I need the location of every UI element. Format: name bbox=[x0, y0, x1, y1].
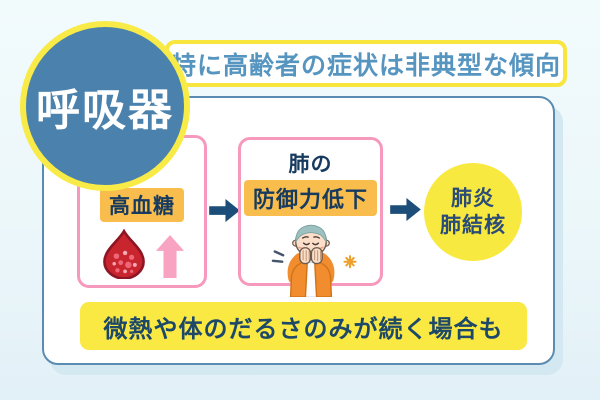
lung-defense-line1: 肺の bbox=[288, 152, 333, 176]
result-line1: 肺炎 bbox=[451, 185, 495, 210]
high-blood-sugar-label: 高血糖 bbox=[100, 188, 184, 222]
high-blood-sugar-icons bbox=[101, 228, 184, 283]
rising-arrow-icon bbox=[155, 234, 184, 283]
result-line2: 肺結核 bbox=[440, 213, 506, 237]
atypical-symptoms-text: 特に高齢者の症状は非典型な傾向 bbox=[170, 50, 561, 80]
coughing-person-illustration bbox=[262, 219, 360, 301]
mild-symptoms-note: 微熱や体のだるさのみが続く場合も bbox=[80, 302, 527, 350]
respiratory-badge-label: 呼吸器 bbox=[36, 85, 174, 136]
atypical-symptoms-banner: 特に高齢者の症状は非典型な傾向 bbox=[165, 40, 567, 87]
blood-drop-icon bbox=[101, 228, 147, 283]
lung-defense-line2: 防御力低下 bbox=[243, 180, 377, 216]
disease-result-circle: 肺炎 肺結核 bbox=[424, 163, 522, 261]
mild-symptoms-text: 微熱や体のだるさのみが続く場合も bbox=[103, 314, 504, 343]
respiratory-badge: 呼吸器 bbox=[20, 21, 190, 191]
right-arrow-icon bbox=[209, 199, 240, 222]
lung-defense-box: 肺の 防御力低下 bbox=[238, 137, 383, 298]
right-arrow-icon bbox=[390, 198, 421, 221]
